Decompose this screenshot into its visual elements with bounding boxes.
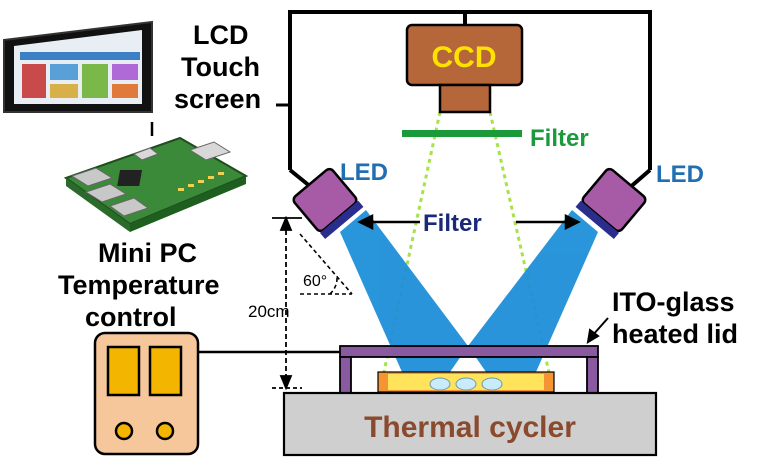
thermal-cycler: Thermal cycler bbox=[282, 391, 658, 457]
tablet-display-icon bbox=[3, 20, 153, 113]
ito-pointer-arrow bbox=[586, 317, 609, 344]
ccd-camera: CCD bbox=[405, 23, 524, 114]
distance-marker bbox=[272, 215, 302, 391]
minipc-label-line3: control bbox=[85, 302, 177, 332]
minipc-label-line1: Mini PC bbox=[98, 238, 197, 268]
led-left bbox=[292, 167, 364, 240]
filter-arrow bbox=[357, 213, 581, 231]
led-right-label: LED bbox=[656, 161, 704, 188]
temperature-control-box bbox=[93, 331, 200, 456]
distance-label: 20cm bbox=[248, 302, 290, 321]
thermal-cycler-label: Thermal cycler bbox=[364, 411, 576, 444]
sample-block bbox=[377, 371, 555, 393]
led-left-label: LED bbox=[340, 159, 388, 186]
emission-filter bbox=[402, 130, 522, 137]
circuit-board-icon bbox=[63, 136, 249, 232]
ito-heated-lid bbox=[339, 345, 599, 394]
lcd-label-line1: LCD bbox=[193, 20, 249, 50]
filter-top-label: Filter bbox=[530, 125, 589, 152]
filter-middle-label: Filter bbox=[423, 210, 482, 237]
led-right bbox=[575, 167, 647, 240]
lcd-label-line3: screen bbox=[174, 84, 261, 114]
ito-label-line1: ITO-glass bbox=[612, 287, 735, 317]
angle-label: 60° bbox=[303, 273, 327, 290]
angle-marker bbox=[299, 233, 353, 295]
lcd-label-line2: Touch bbox=[181, 52, 260, 82]
ito-label-line2: heated lid bbox=[612, 319, 738, 349]
minipc-label-line2: Temperature bbox=[58, 270, 220, 300]
ccd-label: CCD bbox=[432, 41, 497, 74]
